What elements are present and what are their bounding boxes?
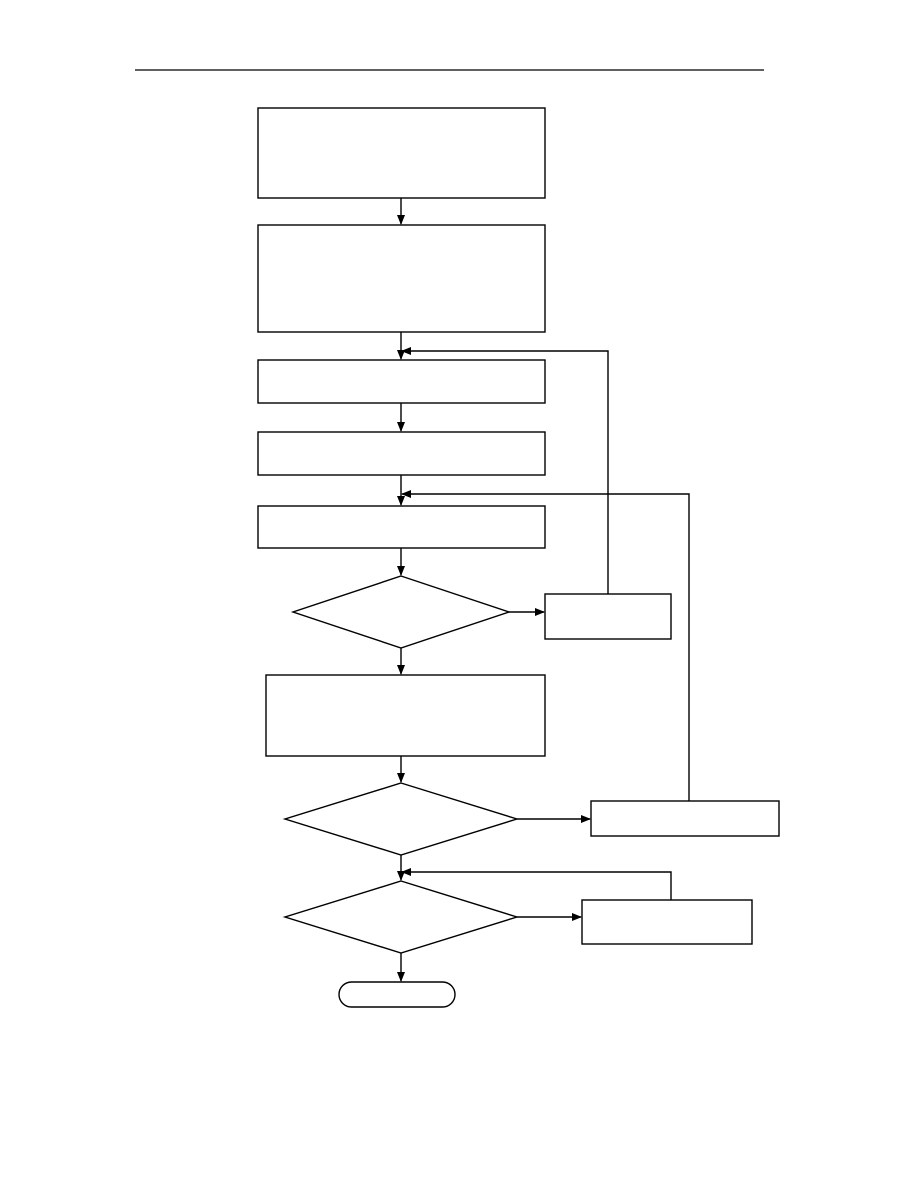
decision-diamond-2: [282, 782, 520, 856]
process-box-1: [257, 107, 546, 199]
side-box-1: [544, 593, 672, 640]
loop-side2-to-box5: [401, 490, 690, 801]
process-box-4: [257, 431, 546, 476]
end-terminator: [338, 981, 456, 1008]
decision-diamond-1: [290, 575, 512, 649]
side-box-3: [581, 899, 753, 945]
process-box-2: [257, 224, 546, 333]
side-box-2: [590, 800, 780, 837]
loop-side1-to-box3: [401, 347, 609, 594]
process-box-3: [257, 359, 546, 404]
process-box-6: [265, 674, 546, 757]
process-box-5: [257, 505, 546, 549]
loop-side3-to-decision3: [401, 868, 672, 900]
decision-diamond-3: [282, 880, 520, 954]
